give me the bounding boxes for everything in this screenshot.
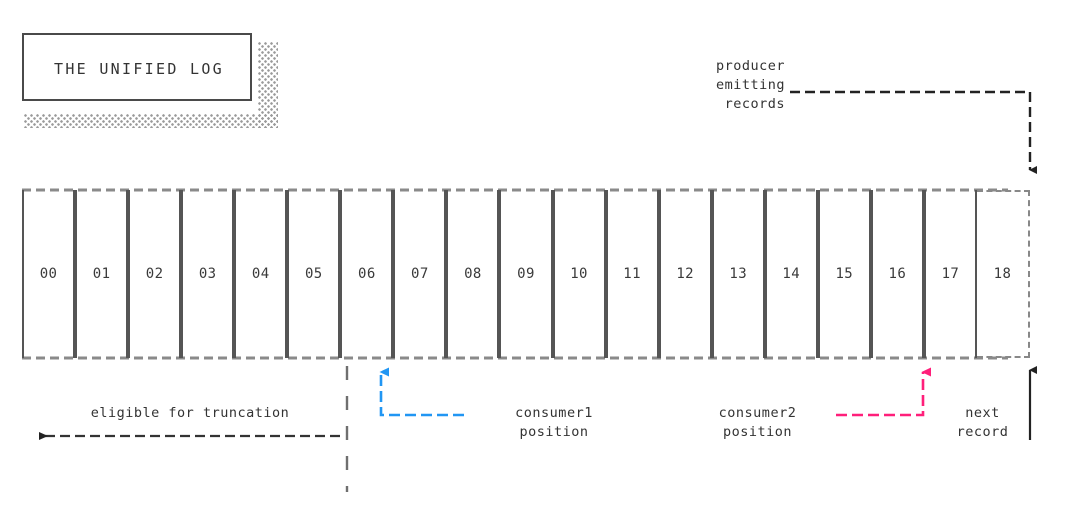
log-cell-13: 13 bbox=[711, 190, 765, 358]
log-cell-label: 00 bbox=[39, 266, 58, 282]
producer-arrow bbox=[790, 90, 1037, 174]
log-cell-label: 01 bbox=[92, 266, 111, 282]
title-box-shadow-right bbox=[258, 42, 278, 128]
title-box: THE UNIFIED LOG bbox=[22, 33, 252, 101]
log-cell-label: 11 bbox=[623, 266, 641, 282]
log-cell-label: 12 bbox=[676, 266, 694, 282]
log-cell-05: 05 bbox=[287, 190, 341, 358]
consumer2-connector bbox=[836, 367, 931, 417]
consumer1-connector bbox=[379, 367, 464, 417]
producer-connector bbox=[790, 90, 1037, 174]
log-cell-14: 14 bbox=[764, 190, 818, 358]
log-cell-10: 10 bbox=[552, 190, 606, 358]
log-cell-label: 07 bbox=[411, 266, 429, 282]
log-cell-strip: 00 01 02 03 04 05 06 07 08 09 10 11 12 13 14 15 16 17 18 bbox=[22, 190, 1030, 358]
log-cell-15: 15 bbox=[817, 190, 871, 358]
log-cell-03: 03 bbox=[181, 190, 235, 358]
log-cell-16: 16 bbox=[870, 190, 924, 358]
log-cell-label: 03 bbox=[198, 266, 217, 282]
next-record-annotation-label: next record bbox=[956, 405, 1009, 440]
log-cell-label: 09 bbox=[517, 266, 535, 282]
consumer1-annotation-label: consumer1 position bbox=[515, 405, 593, 440]
log-cell-label: 05 bbox=[304, 266, 323, 282]
title-box-shadow-bottom bbox=[24, 114, 278, 128]
log-cell-11: 11 bbox=[605, 190, 659, 358]
log-cell-07: 07 bbox=[393, 190, 447, 358]
log-cell-12: 12 bbox=[658, 190, 712, 358]
log-cell-label: 02 bbox=[145, 266, 164, 282]
log-cell-04: 04 bbox=[234, 190, 288, 358]
log-cell-09: 09 bbox=[499, 190, 553, 358]
log-cell-label: 08 bbox=[464, 266, 482, 282]
title-box-label: THE UNIFIED LOG bbox=[54, 60, 224, 78]
log-cell-label: 10 bbox=[570, 266, 588, 282]
log-cell-label: 04 bbox=[251, 266, 270, 282]
log-cell-08: 08 bbox=[446, 190, 500, 358]
consumer2-annotation-label: consumer2 position bbox=[718, 405, 797, 440]
log-cell-label: 18 bbox=[993, 266, 1012, 282]
log-cell-02: 02 bbox=[128, 190, 182, 358]
log-strip-rails bbox=[22, 188, 1008, 360]
log-cell-label: 16 bbox=[888, 266, 907, 282]
log-cell-label: 06 bbox=[358, 266, 376, 282]
log-cell-label: 15 bbox=[835, 266, 854, 282]
truncation-annotation-label: eligible for truncation bbox=[90, 405, 290, 421]
log-cell-01: 01 bbox=[75, 190, 129, 358]
consumer1-arrow bbox=[379, 367, 464, 417]
consumer2-arrow bbox=[836, 367, 931, 417]
log-cell-label: 17 bbox=[941, 266, 960, 282]
producer-annotation-label: producer emitting records bbox=[715, 58, 785, 112]
log-cell-06: 06 bbox=[340, 190, 394, 358]
log-cell-label: 14 bbox=[782, 266, 801, 282]
log-cell-00: 00 bbox=[22, 190, 76, 358]
log-cell-label: 13 bbox=[729, 266, 748, 282]
log-cell-17: 17 bbox=[923, 190, 977, 358]
log-cell-18: 18 bbox=[976, 190, 1030, 358]
